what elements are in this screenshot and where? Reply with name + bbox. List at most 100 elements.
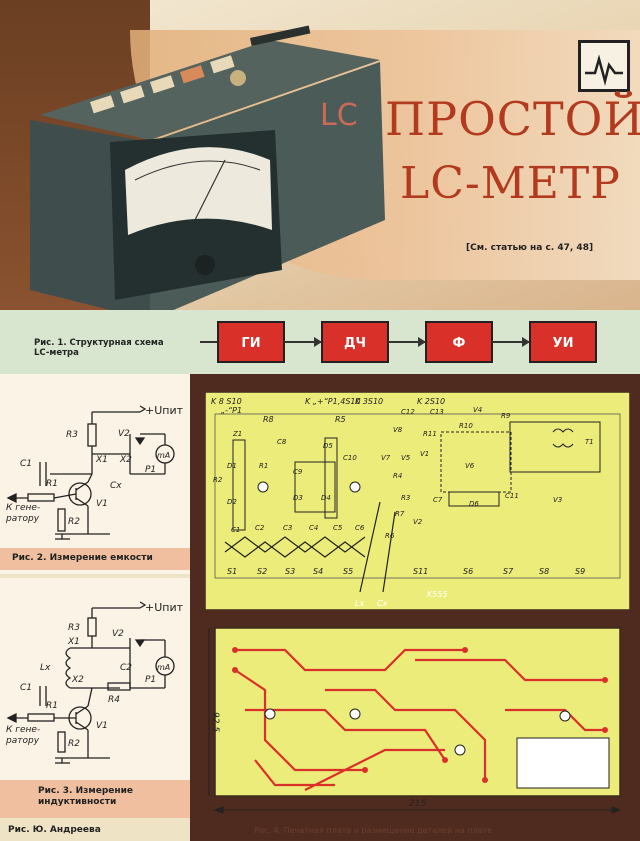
block-ui-label: УИ xyxy=(553,336,574,351)
switch-s11: S11 xyxy=(413,567,428,576)
part-t1: T1 xyxy=(585,438,594,446)
fig2-r1: R1 xyxy=(46,479,58,489)
switch-s4: S4 xyxy=(313,567,323,576)
fig2-ma: mA xyxy=(157,451,170,460)
fig2-v2: V2 xyxy=(118,429,130,439)
article-title-line1: ПРОСТОЙ xyxy=(385,92,640,146)
board-label-r5: R5 xyxy=(335,415,346,424)
block-f xyxy=(425,321,493,363)
illustration-credit: Рис. Ю. Андреева xyxy=(8,825,101,835)
fig2-p1: P1 xyxy=(145,465,156,475)
fig3-x2: X2 xyxy=(71,675,84,685)
switch-s6: S6 xyxy=(463,567,473,576)
part-v6: V6 xyxy=(465,462,475,470)
block-ui xyxy=(529,321,597,363)
fig3-generator-line2: ратору xyxy=(5,736,40,746)
board-label-p1-plus: K „+“P1,4S10 xyxy=(305,397,361,406)
fig1-caption-line2: LC-метра xyxy=(34,348,79,358)
fig2-r2: R2 xyxy=(68,517,80,527)
fig2-x2: X2 xyxy=(119,455,132,465)
board-label-k8: K 8 S10 xyxy=(211,397,242,406)
transformer-cutout xyxy=(516,737,610,789)
part-c10: C10 xyxy=(343,454,357,462)
fig2-generator-line2: ратору xyxy=(5,514,40,524)
pcb-trace-layout: 92,5 215 xyxy=(208,627,622,814)
part-v7: V7 xyxy=(381,454,391,462)
dimension-height: 92,5 xyxy=(210,712,220,732)
terminal-cx: Cx xyxy=(377,599,388,608)
fig2-cx: Cx xyxy=(110,481,122,491)
part-v3: V3 xyxy=(553,496,562,504)
fig3-lx: Lx xyxy=(40,663,51,673)
fig3-v1: V1 xyxy=(96,721,108,731)
switch-s9: S9 xyxy=(575,567,585,576)
block-gi-label: ГИ xyxy=(241,336,260,351)
part-d5: D5 xyxy=(323,442,333,450)
part-c1: C1 xyxy=(231,526,240,534)
terminal-lx: Lx xyxy=(355,599,364,608)
switch-s7: S7 xyxy=(503,567,514,576)
part-c9: C9 xyxy=(293,468,303,476)
part-c11: C11 xyxy=(505,492,519,500)
fig3-c2: C2 xyxy=(120,663,132,673)
fig3-r4: R4 xyxy=(108,695,120,705)
part-c13: C13 xyxy=(430,408,444,416)
fig3-c1: C1 xyxy=(20,683,32,693)
part-c7: C7 xyxy=(433,496,443,504)
part-d4: D4 xyxy=(321,494,331,502)
part-z1: Z1 xyxy=(232,430,242,438)
fig2-v1: V1 xyxy=(96,499,108,509)
part-v1: V1 xyxy=(420,450,429,458)
part-r3: R3 xyxy=(401,494,410,502)
fig2-c1: C1 xyxy=(20,459,32,469)
block-dch-label: ДЧ xyxy=(344,336,366,351)
terminal-k555: K555 xyxy=(427,590,448,599)
part-c4: C4 xyxy=(309,524,318,532)
dimension-width: 215 xyxy=(409,799,426,809)
pcb-component-layout: K 8 S10 „-“P1 R8 K „+“P1,4S10 R5 K 3S10 … xyxy=(205,392,630,610)
block-gi xyxy=(217,321,285,363)
journal-logo-icon xyxy=(578,40,630,92)
part-v8: V8 xyxy=(393,426,403,434)
fig3-caption-band xyxy=(0,780,190,818)
part-r11: R11 xyxy=(423,430,437,438)
part-c8: C8 xyxy=(277,438,287,446)
part-d1: D1 xyxy=(227,462,237,470)
switch-s2: S2 xyxy=(257,567,267,576)
part-r7: R7 xyxy=(395,510,405,518)
block-dch xyxy=(321,321,389,363)
part-c12: C12 xyxy=(401,408,415,416)
fig2-r3: R3 xyxy=(66,430,78,440)
switch-s5: S5 xyxy=(343,567,353,576)
fig3-generator-line1: К гене- xyxy=(6,725,40,735)
fig2-schematic: +Uпит R3 V2 X1 X2 C1 R1 Cx P1 V1 R2 mA К… xyxy=(5,404,184,540)
switch-s3: S3 xyxy=(285,567,295,576)
fig3-r1: R1 xyxy=(46,701,58,711)
fig3-schematic: +Uпит R3 X1 V2 Lx X2 C2 C1 R1 R4 P1 V1 R… xyxy=(5,601,184,764)
part-r4: R4 xyxy=(393,472,402,480)
fig3-p1: P1 xyxy=(145,675,156,685)
part-v4: V4 xyxy=(473,406,482,414)
board-label-r8: R8 xyxy=(263,415,274,424)
part-r10: R10 xyxy=(459,422,473,430)
fig2-caption: Рис. 2. Измерение емкости xyxy=(12,553,153,563)
part-v2: V2 xyxy=(413,518,423,526)
block-diagram: ГИ ДЧ Ф УИ xyxy=(200,321,597,363)
block-f-label: Ф xyxy=(453,336,466,351)
part-r9: R9 xyxy=(501,412,511,420)
board-label-k3: K 3S10 xyxy=(355,397,383,406)
fig3-supply-label: +Uпит xyxy=(145,601,184,614)
part-v5: V5 xyxy=(401,454,411,462)
fig2-supply-label: +Uпит xyxy=(145,404,184,417)
part-c6: C6 xyxy=(355,524,365,532)
fig4-caption: Рис. 4. Печатная плата и размещение дета… xyxy=(254,826,493,835)
lc-meter-device-illustration: LC xyxy=(30,25,385,320)
fig1-caption-line1: Рис. 1. Структурная схема xyxy=(34,338,164,348)
part-r2: R2 xyxy=(213,476,223,484)
fig3-schematic-panel: +Uпит R3 X1 V2 Lx X2 C2 C1 R1 R4 P1 V1 R… xyxy=(0,578,190,818)
part-c5: C5 xyxy=(333,524,343,532)
board-label-k2: K 2S10 xyxy=(417,397,445,406)
fig2-schematic-panel: +Uпит R3 V2 X1 X2 C1 R1 Cx P1 V1 R2 mA К… xyxy=(0,374,190,574)
part-c3: C3 xyxy=(283,524,292,532)
fig3-v2: V2 xyxy=(112,629,124,639)
